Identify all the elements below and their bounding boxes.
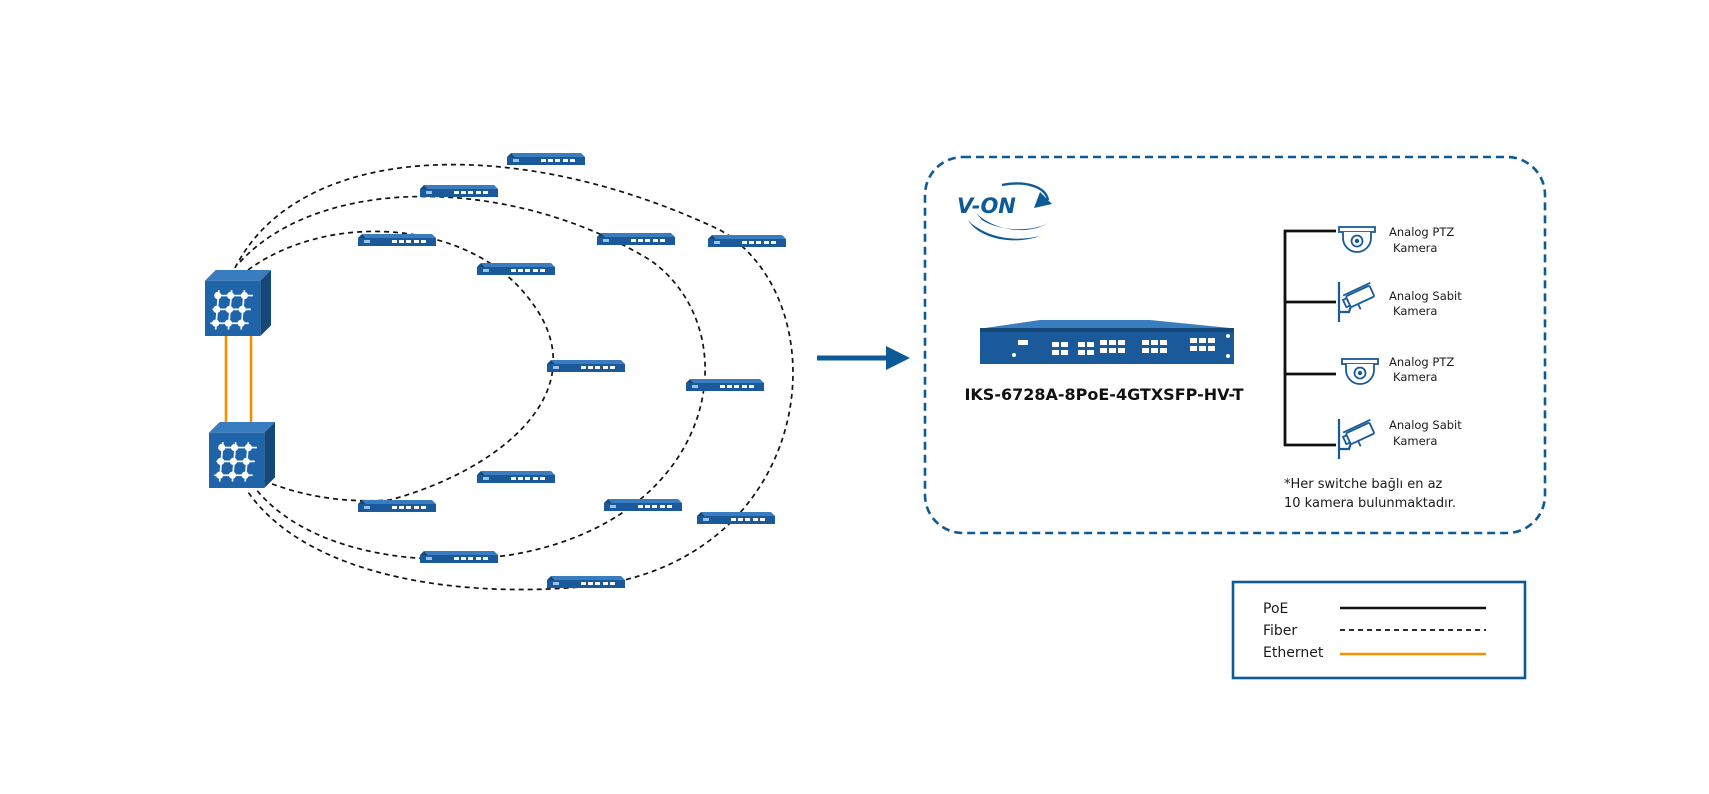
ring-switch-icon [547, 360, 625, 372]
legend-label-fiber: Fiber [1263, 623, 1297, 639]
ring-switch-icon [547, 576, 625, 588]
camera-note: *Her switche bağlı en az [1284, 477, 1443, 492]
ring-switch-icon [420, 551, 498, 563]
logo-text: V-ON [957, 194, 1016, 218]
ethernet-links [224, 335, 253, 425]
v-on-logo: V-ON [957, 182, 1052, 241]
bullet-camera-icon [1337, 417, 1377, 461]
ring-switch-icon [477, 263, 555, 275]
arrow-right-icon [817, 346, 910, 370]
camera-label: Analog PTZ [1389, 225, 1454, 239]
ring-switch-icon [358, 500, 436, 512]
camera-label: Kamera [1393, 434, 1437, 448]
ring-switch-icon [420, 185, 498, 197]
legend-label-ethernet: Ethernet [1263, 645, 1324, 661]
ring-switch-icon [507, 153, 585, 165]
camera-label: Kamera [1393, 304, 1437, 318]
ring-switch-icon [597, 233, 675, 245]
fiber-ring-inner [239, 230, 554, 502]
industrial-switch-icon [980, 320, 1234, 364]
fiber-rings [234, 163, 794, 591]
camera-label: Analog PTZ [1389, 355, 1454, 369]
camera-labels: Analog PTZ Kamera Analog Sabit Kamera An… [1389, 225, 1462, 448]
camera-label: Analog Sabit [1389, 289, 1462, 303]
ring-switch-icon [358, 234, 436, 246]
ring-switch-icon [604, 499, 682, 511]
camera-label: Kamera [1393, 241, 1437, 255]
detail-panel [923, 155, 1547, 535]
legend: PoE Fiber Ethernet [1231, 580, 1527, 680]
camera-label: Kamera [1393, 370, 1437, 384]
poe-connections [1283, 229, 1336, 447]
ring-switch-icon [686, 379, 764, 391]
camera-note: 10 kamera bulunmaktadır. [1284, 496, 1456, 511]
ring-switches [358, 153, 786, 588]
ring-switch-icon [477, 471, 555, 483]
dome-camera-icon [1338, 226, 1376, 253]
camera-label: Analog Sabit [1389, 418, 1462, 432]
device-model-label: IKS-6728A-8PoE-4GTXSFP-HV-T [964, 385, 1243, 404]
ring-switch-icon [708, 235, 786, 247]
legend-label-poe: PoE [1263, 601, 1288, 617]
fiber-ring-outer [234, 163, 794, 591]
core-switch-bottom-icon [209, 422, 275, 488]
dome-camera-icon [1341, 358, 1379, 385]
core-switch-top-icon [205, 270, 271, 336]
bullet-camera-icon [1337, 280, 1377, 324]
ring-switch-icon [697, 512, 775, 524]
